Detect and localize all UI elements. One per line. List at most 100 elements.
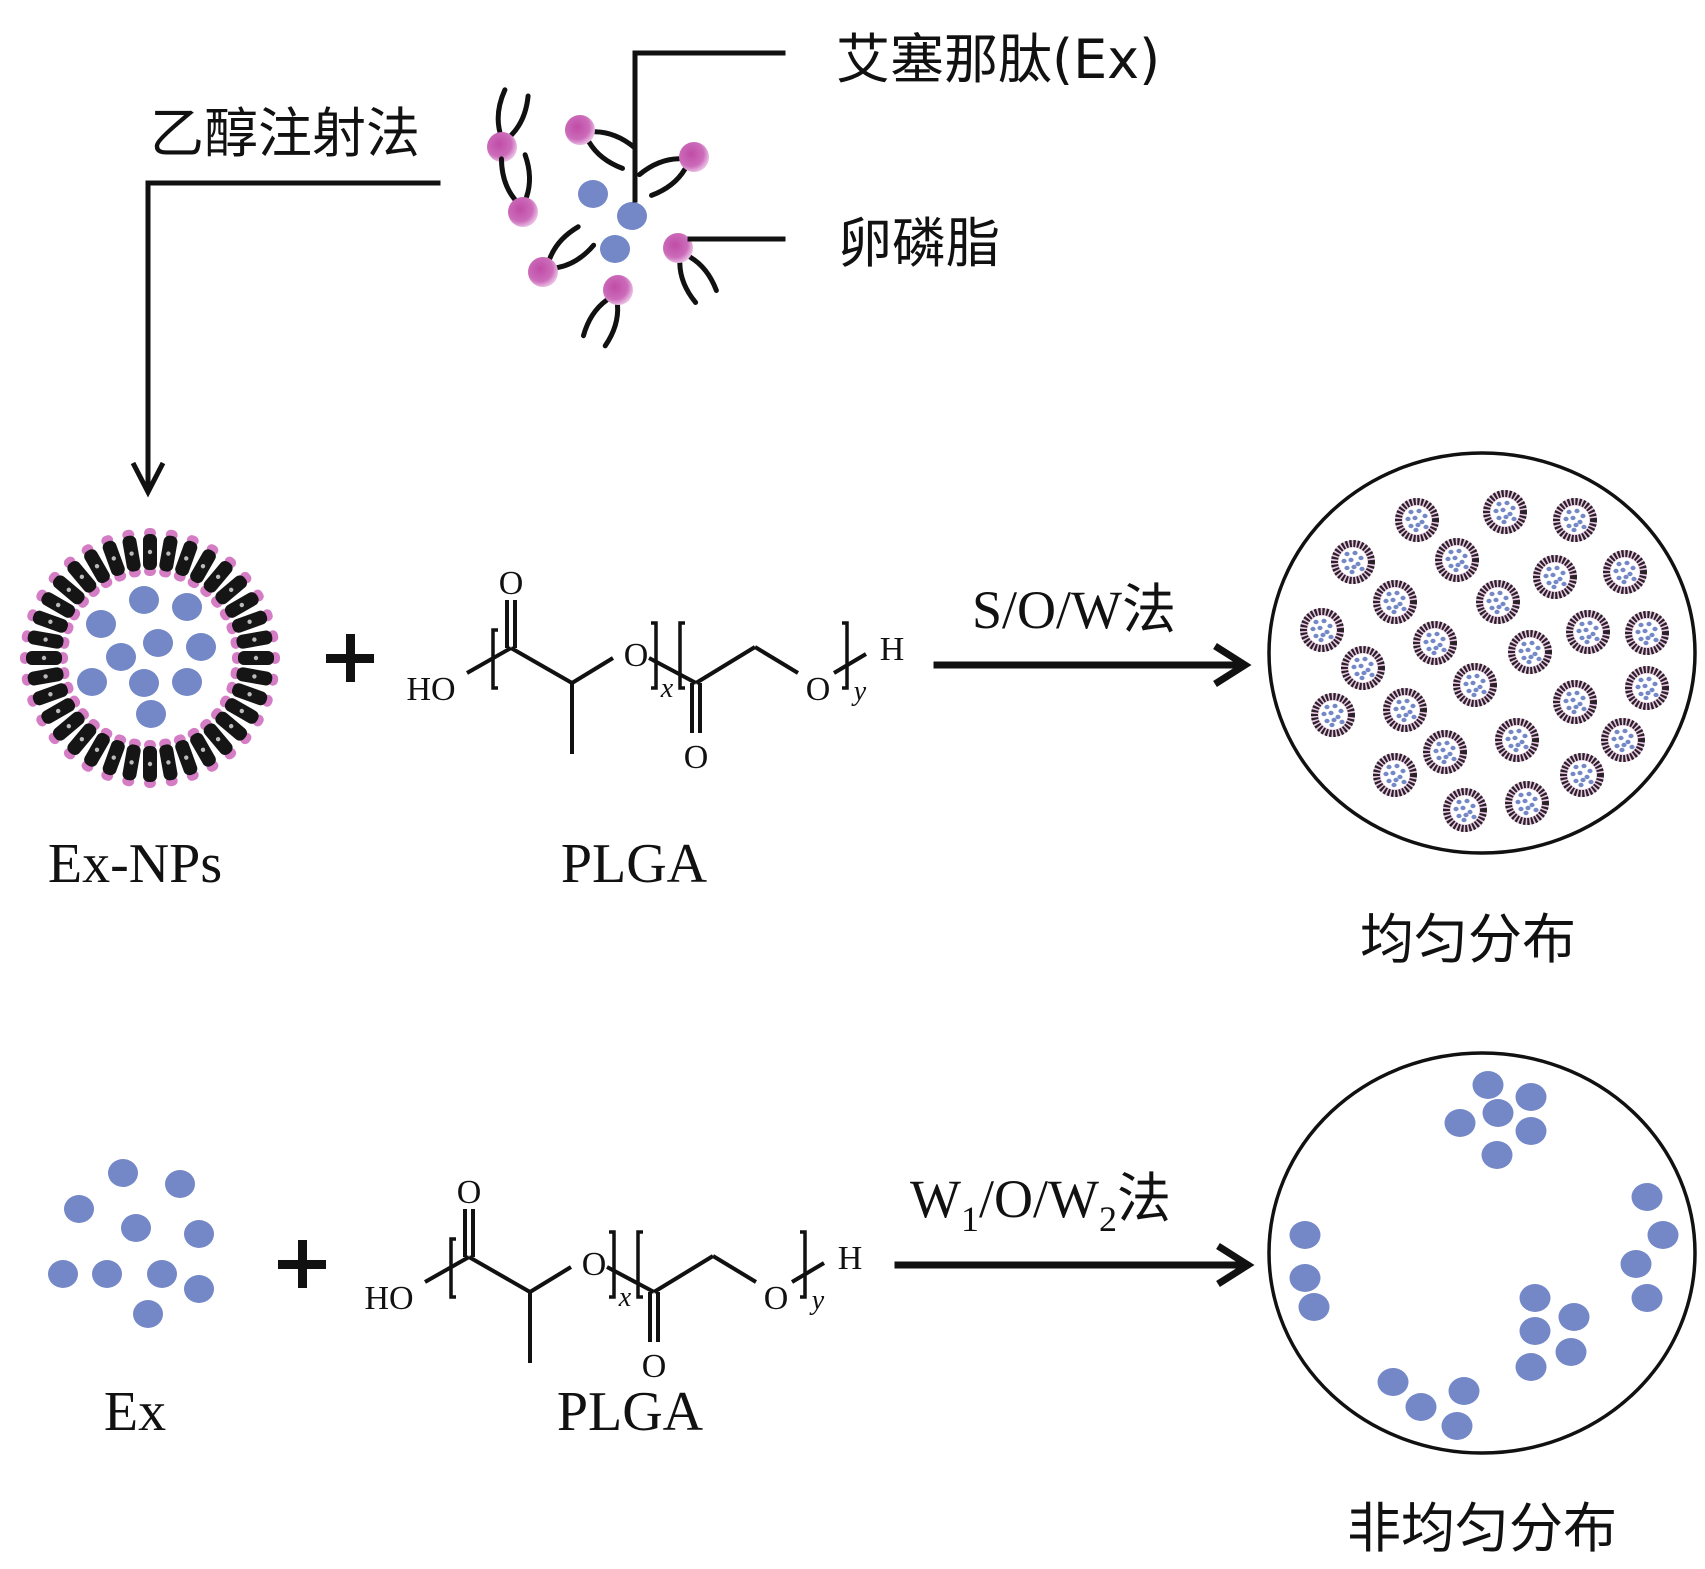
lipid-tail	[580, 297, 610, 339]
nonuniform-distribution-microsphere	[1267, 1051, 1697, 1455]
bilayer-unit	[230, 667, 279, 686]
bilayer-unit	[143, 740, 157, 788]
lipid-tail	[649, 166, 688, 198]
lipid-tail	[677, 260, 699, 305]
particle-drug-dot	[1533, 807, 1539, 813]
bilayer-unit	[81, 727, 113, 772]
bond	[753, 645, 800, 675]
particle-drug-dot	[1619, 747, 1625, 753]
particle-drug-dot	[1456, 548, 1462, 554]
bilayer-unit	[48, 571, 89, 608]
w1ow2-method-arrow: W1/O/W2法	[894, 1169, 1255, 1287]
particle-drug-dot	[1638, 636, 1644, 642]
free-ex-dot	[184, 1220, 214, 1248]
particle-drug-dot	[1344, 565, 1350, 571]
aggregated-ex-dot	[1481, 1141, 1513, 1169]
particle-drug-dot	[1466, 674, 1472, 680]
particle-drug-dot	[1618, 735, 1624, 741]
particle-drug-dot	[1621, 742, 1627, 748]
uniform-distribution-microsphere	[1267, 451, 1697, 855]
particle-drug-dot	[1464, 798, 1470, 804]
particle-shell	[1300, 608, 1344, 652]
particle-drug-dot	[1489, 591, 1495, 597]
aggregated-ex-dot	[1519, 1317, 1551, 1345]
microsphere-particle	[1453, 663, 1497, 707]
free-ex-dot	[147, 1260, 177, 1288]
particle-drug-dot	[1408, 509, 1414, 515]
microsphere-particle	[1443, 788, 1487, 832]
particle-drug-dot	[1525, 805, 1531, 811]
hydroxyl-label: HO	[364, 1280, 413, 1317]
bond	[466, 646, 512, 675]
aggregated-ex-dot	[1558, 1303, 1590, 1331]
particle-drug-dot	[1571, 709, 1577, 715]
lipid-tail	[637, 156, 682, 178]
particle-drug-dot	[1581, 524, 1587, 530]
particle-drug-dot	[1566, 523, 1572, 529]
microsphere-particle	[1383, 688, 1427, 732]
lipid-tail	[495, 87, 508, 135]
particle-drug-dot	[1341, 558, 1347, 564]
encapsulated-ex-dot	[172, 668, 202, 696]
bilayer-unit	[219, 589, 264, 621]
bilayer-unit	[36, 695, 81, 727]
exenatide-callout-line	[632, 50, 786, 203]
particle-drug-dot	[1423, 524, 1429, 530]
lecithin-molecule	[565, 115, 637, 171]
bond	[652, 1254, 715, 1294]
particle-drug-dot	[1645, 635, 1651, 641]
free-ex-dot	[108, 1159, 138, 1187]
particle-drug-dot	[1362, 656, 1368, 662]
aggregated-ex-dot	[1441, 1412, 1473, 1440]
lipid-head	[603, 275, 633, 305]
particle-drug-dot	[1332, 703, 1338, 709]
particle-drug-dot	[1390, 770, 1396, 776]
bilayer-core	[253, 655, 259, 661]
particle-drug-dot	[1426, 646, 1432, 652]
particle-shell	[1443, 788, 1487, 832]
particle-drug-dot	[1462, 553, 1468, 559]
particle-drug-dot	[1593, 625, 1599, 631]
particle-drug-dot	[1581, 763, 1587, 769]
bilayer-unit	[143, 528, 157, 576]
lipid-head	[679, 142, 709, 172]
microsphere-particle	[1423, 730, 1467, 774]
particle-drug-dot	[1583, 627, 1589, 633]
bilayer-unit	[36, 589, 81, 621]
microsphere-particle	[1601, 718, 1645, 762]
microsphere-particle	[1533, 555, 1577, 599]
particle-drug-dot	[1400, 768, 1406, 774]
particle-drug-dot	[1393, 604, 1399, 610]
free-ex-dot	[92, 1260, 122, 1288]
aggregated-ex-dot	[1631, 1183, 1663, 1211]
particle-drug-dot	[1518, 792, 1524, 798]
hydrogen-label: H	[838, 1240, 863, 1277]
lipid-tail	[586, 139, 625, 171]
drug-aggregate-cluster	[1515, 1284, 1590, 1381]
lecithin-molecule	[528, 224, 597, 287]
particle-drug-dot	[1369, 672, 1375, 678]
bond	[694, 645, 757, 685]
ex-label: Ex	[104, 1381, 166, 1443]
bilayer-unit	[187, 727, 219, 772]
bilayer-core	[111, 755, 116, 760]
particle-drug-dot	[1566, 509, 1572, 515]
bilayer-core	[94, 747, 100, 752]
encapsulated-ex-dot	[136, 700, 166, 728]
particle-drug-dot	[1383, 598, 1389, 604]
lipid-head	[528, 257, 558, 287]
particle-drug-dot	[1453, 806, 1459, 812]
free-ex-dot	[121, 1214, 151, 1242]
particle-drug-dot	[1523, 744, 1529, 750]
bond	[570, 656, 615, 685]
plus-sign-bottom	[278, 1240, 326, 1288]
particle-drug-dot	[1355, 561, 1361, 567]
particle-drug-dot	[1525, 647, 1531, 653]
particle-drug-dot	[1413, 527, 1419, 533]
bilayer-core	[247, 692, 252, 697]
particle-drug-dot	[1310, 626, 1316, 632]
particle-drug-dot	[1635, 684, 1641, 690]
particle-drug-dot	[1320, 632, 1326, 638]
drug-aggregate-cluster	[1289, 1221, 1330, 1321]
